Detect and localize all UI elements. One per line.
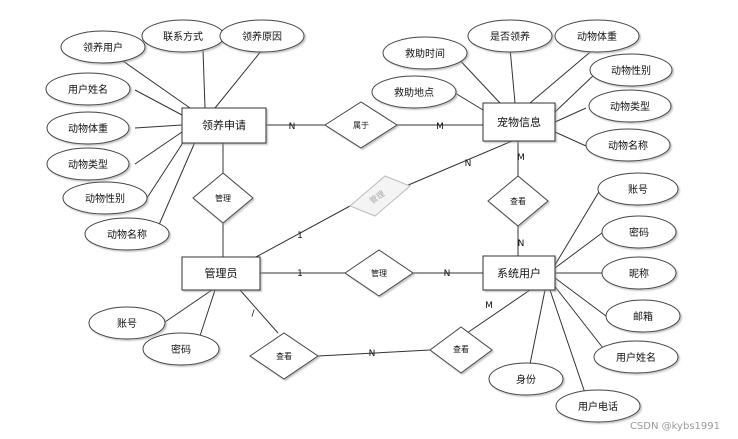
card-pet-manage: N: [465, 159, 472, 169]
user-attr-label: 邮箱: [633, 310, 653, 323]
entity-adoption-label: 领养申请: [202, 118, 246, 132]
card-view-user2: N: [369, 349, 376, 359]
user-attr-label: 身份: [516, 373, 536, 386]
user-attr-label: 用户姓名: [616, 351, 656, 364]
entity-user-label: 系统用户: [497, 266, 541, 280]
user-attributes: 账号 密码 昵称 邮箱 用户姓名 身份 用户电话: [488, 172, 681, 423]
card-pet-view: M: [517, 153, 525, 163]
card-admin-manageuser: 1: [297, 269, 303, 279]
entity-admin-label: 管理员: [205, 266, 238, 280]
edges: [102, 46, 611, 394]
relation-manage-admin-view-label: 查看: [276, 351, 292, 361]
relation-view-user-label: 查看: [453, 344, 469, 354]
card-adoption-belongs: N: [289, 122, 296, 132]
adoption-attr-label: 动物类型: [68, 158, 108, 171]
relation-belongs[interactable]: 属于: [324, 101, 398, 149]
admin-attr-label: 账号: [117, 318, 137, 330]
relation-view-user[interactable]: 查看: [429, 326, 493, 374]
cardinality-labels: N M N 1 M N 1 N / N M: [251, 122, 524, 359]
user-attr-label: 用户电话: [578, 400, 618, 413]
relation-view-pet-label: 查看: [510, 196, 526, 206]
pet-attr-label: 救助地点: [394, 86, 434, 99]
entity-user[interactable]: 系统用户: [482, 255, 556, 291]
adoption-attr-label: 动物体重: [68, 122, 108, 135]
card-manage-admin: 1: [297, 231, 303, 241]
watermark: CSDN @kybs1991: [630, 421, 720, 432]
user-attr-label: 账号: [628, 184, 648, 196]
relation-manage-adoption-label: 管理: [215, 193, 231, 203]
user-attr-label: 密码: [629, 226, 649, 239]
admin-attributes: 账号 密码: [88, 306, 220, 366]
pet-attributes: 是否领养 动物体重 救助时间 动物性别 救助地点 动物类型 动物名称: [371, 19, 673, 162]
admin-attr-label: 密码: [171, 343, 191, 356]
adoption-attr-label: 动物名称: [107, 228, 147, 241]
adoption-attr-label: 用户姓名: [68, 83, 108, 96]
card-manageuser-user: N: [444, 269, 451, 279]
relation-manage-pet[interactable]: 管理: [349, 175, 411, 217]
relation-manage-adoption[interactable]: 管理: [192, 172, 254, 224]
pet-attr-label: 是否领养: [490, 30, 530, 43]
relation-manage-user[interactable]: 管理: [344, 249, 414, 297]
card-admin-view: /: [251, 309, 255, 319]
entity-admin[interactable]: 管理员: [181, 256, 261, 291]
entity-adoption[interactable]: 领养申请: [181, 107, 267, 144]
user-attr-label: 昵称: [629, 267, 649, 280]
adoption-attr-label: 领养原因: [242, 30, 282, 43]
pet-attr-label: 动物类型: [610, 100, 650, 113]
relation-manage-admin-view[interactable]: 查看: [249, 332, 319, 380]
card-belongs-pet: M: [436, 122, 444, 132]
pet-attr-label: 动物名称: [608, 139, 648, 152]
relation-belongs-label: 属于: [353, 121, 369, 130]
entity-pet[interactable]: 宠物信息: [482, 102, 556, 142]
entity-pet-label: 宠物信息: [497, 115, 541, 129]
adoption-attributes: 领养用户 联系方式 领养原因 用户姓名 动物体重 动物类型 动物性别 动物名称: [45, 19, 305, 251]
card-user-view2: M: [485, 301, 493, 311]
card-view-user: N: [518, 239, 525, 249]
adoption-attr-label: 联系方式: [163, 30, 203, 43]
pet-attr-label: 动物体重: [577, 30, 617, 43]
adoption-attr-label: 领养用户: [83, 41, 123, 54]
pet-attr-label: 动物性别: [611, 64, 651, 77]
adoption-attr-label: 动物性别: [85, 192, 125, 205]
pet-attr-label: 救助时间: [405, 47, 445, 60]
relation-manage-user-label: 管理: [371, 268, 387, 278]
relation-view-pet[interactable]: 查看: [487, 175, 549, 227]
